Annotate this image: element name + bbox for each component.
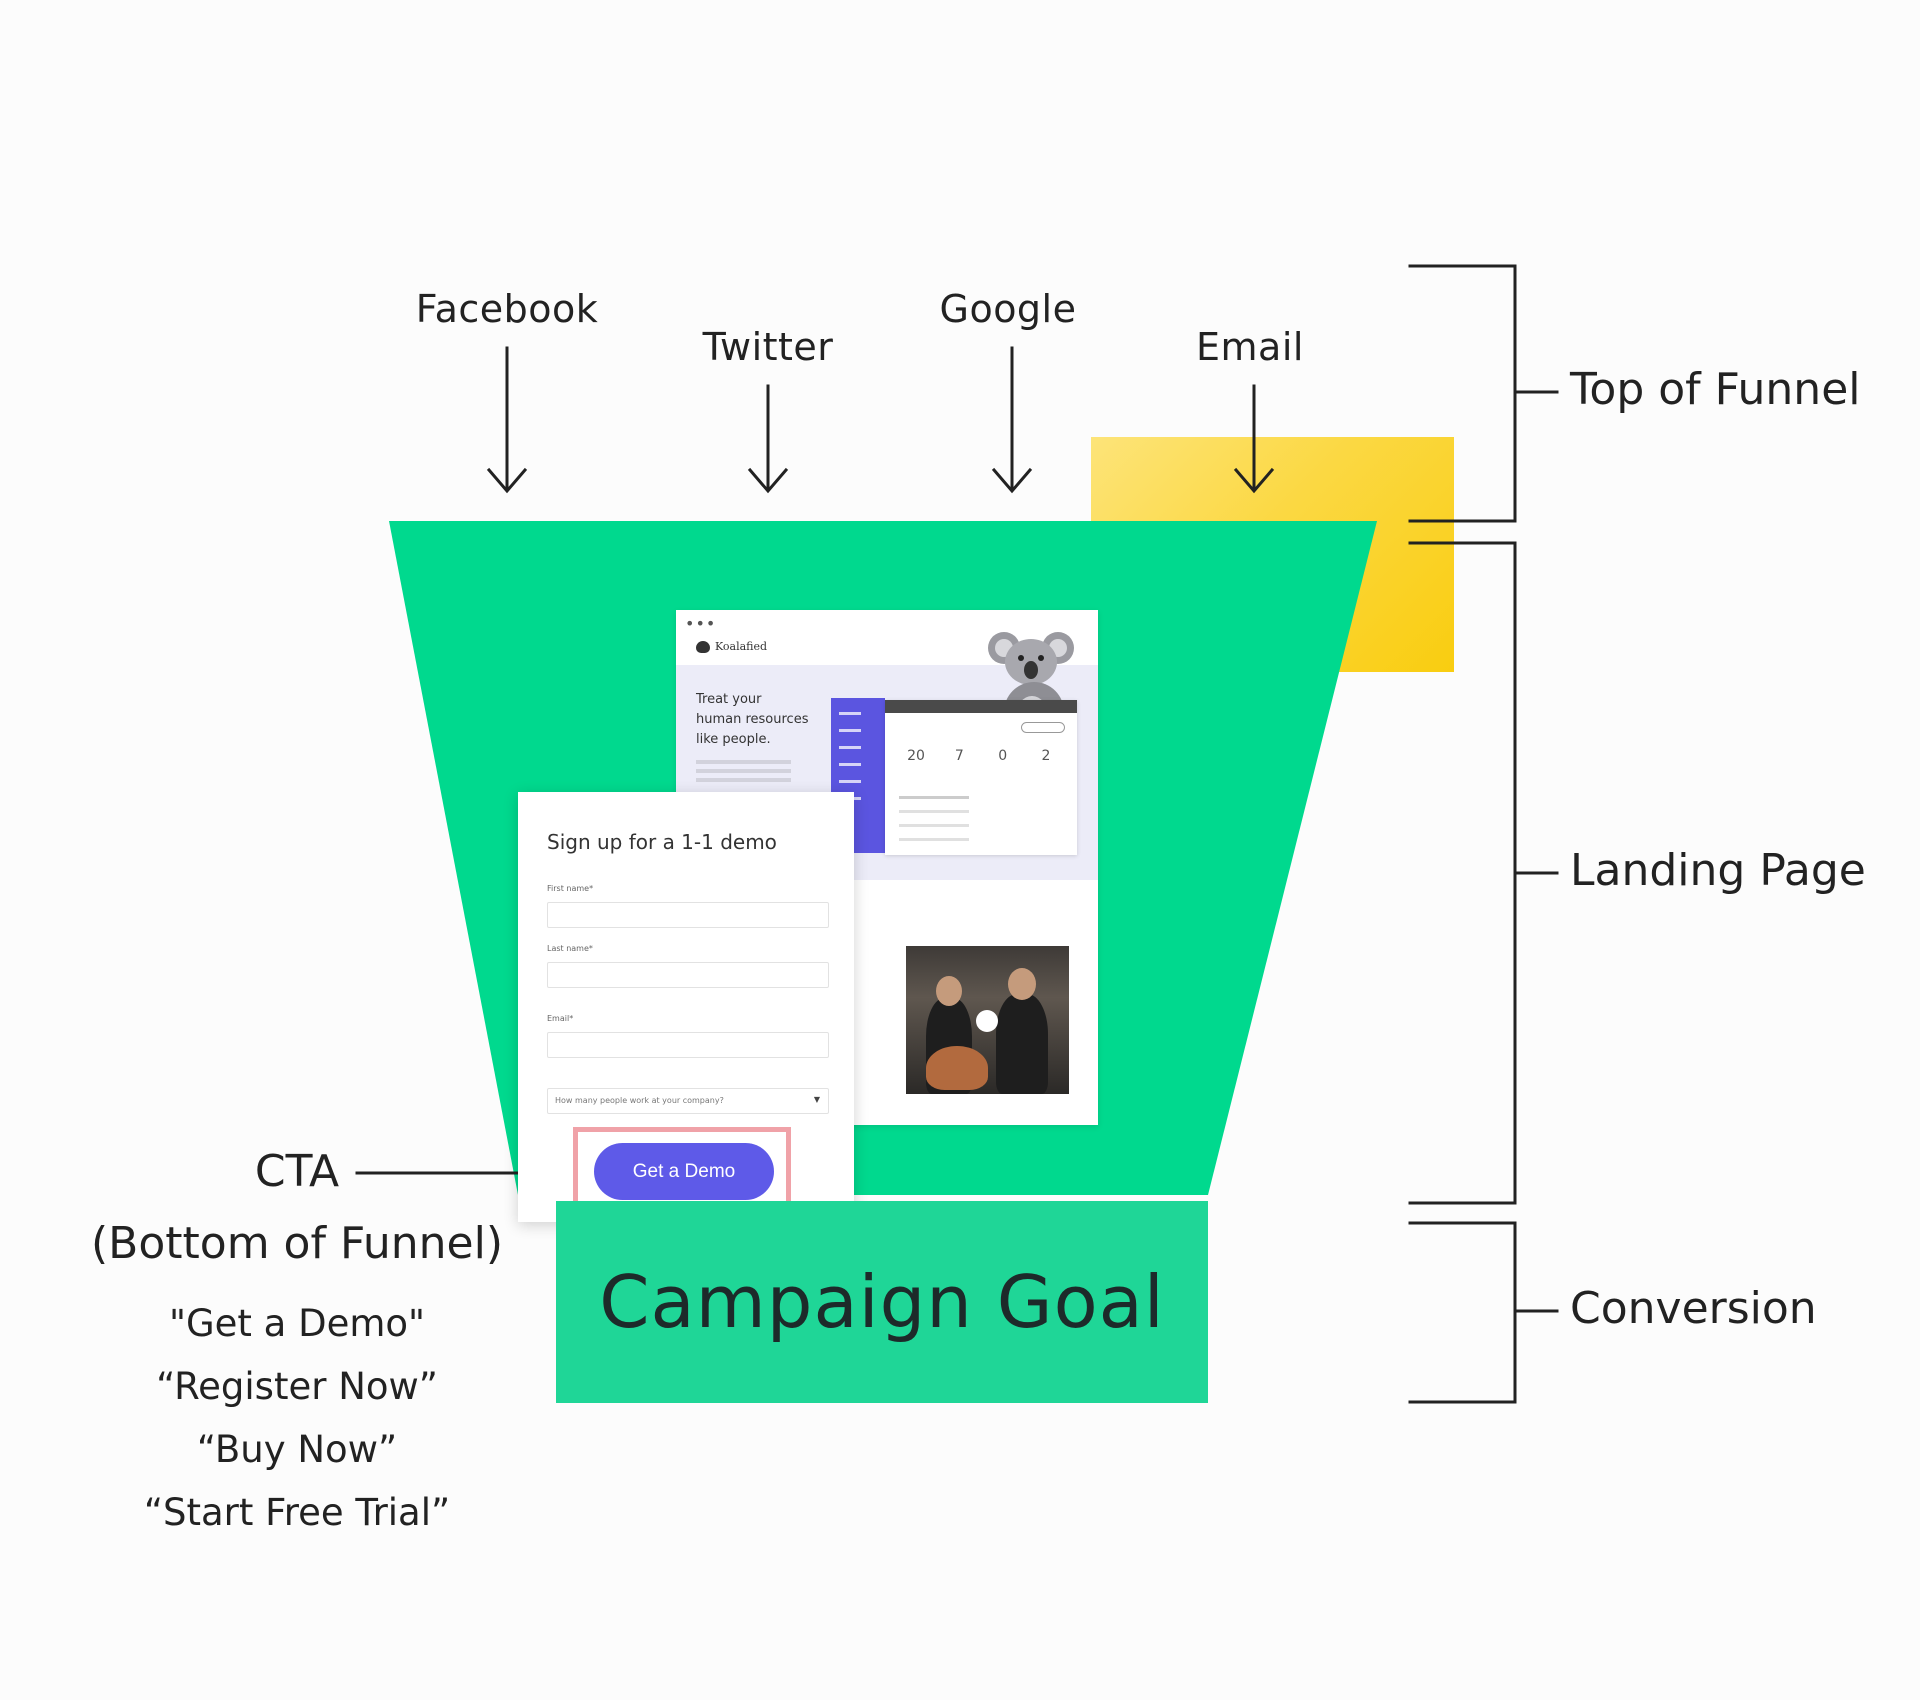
company-size-select[interactable]: How many people work at your company? ▼ [547,1088,829,1114]
brand-logo: Koalafied [696,640,767,653]
cta-example: "Get a Demo" [168,1302,426,1345]
get-a-demo-button[interactable]: Get a Demo [594,1143,774,1200]
bracket-landing-page [1408,541,1559,1205]
arrow-facebook [486,346,528,494]
play-icon [976,1010,998,1032]
form-title: Sign up for a 1-1 demo [547,830,777,854]
first-name-input[interactable] [547,902,829,928]
demo-signup-form: Sign up for a 1-1 demo First name* Last … [518,792,854,1222]
landing-body-text-placeholder [696,760,791,764]
cta-label: CTA [254,1146,340,1197]
arrow-email [1233,384,1275,494]
campaign-goal-block: Campaign Goal [556,1201,1208,1403]
dog-in-photo [926,1046,988,1090]
last-name-label: Last name* [547,944,593,953]
company-size-placeholder: How many people work at your company? [555,1096,724,1105]
email-label: Email* [547,1014,574,1023]
dashboard-list-placeholder [899,796,969,799]
channel-label-email: Email [1196,325,1304,369]
channel-label-google: Google [939,287,1077,331]
dashboard-stat: 7 [954,748,964,764]
bracket-conversion [1408,1221,1559,1404]
stage-label-top-of-funnel: Top of Funnel [1570,364,1861,415]
last-name-input[interactable] [547,962,829,988]
dashboard-action-button [1021,722,1065,733]
bracket-top-of-funnel [1408,264,1559,523]
arrow-twitter [747,384,789,494]
app-dashboard-card: 20 7 0 2 [885,700,1077,855]
stage-label-landing-page: Landing Page [1570,845,1866,896]
dashboard-stats: 20 7 0 2 [899,748,1063,764]
dashboard-stat: 0 [998,748,1008,764]
team-photo [906,946,1069,1094]
first-name-label: First name* [547,884,594,893]
channel-label-facebook: Facebook [415,287,599,331]
koala-logo-icon [696,640,710,653]
email-input[interactable] [547,1032,829,1058]
dropdown-caret-icon: ▼ [813,1095,820,1104]
arrow-google [991,346,1033,494]
cta-example: “Start Free Trial” [143,1491,451,1534]
cta-example: “Buy Now” [196,1428,398,1471]
landing-headline: Treat your human resources like people. [696,692,809,747]
window-dots-icon: ••• [685,614,717,633]
app-titlebar [885,700,1077,713]
cta-example: “Register Now” [156,1365,438,1408]
stage-label-conversion: Conversion [1570,1283,1817,1334]
dashboard-stat: 2 [1041,748,1051,764]
cta-sublabel: (Bottom of Funnel) [91,1218,503,1269]
dashboard-stat: 20 [907,748,925,764]
channel-label-twitter: Twitter [702,325,834,369]
campaign-goal-label: Campaign Goal [599,1260,1165,1344]
brand-name: Koalafied [715,640,768,653]
